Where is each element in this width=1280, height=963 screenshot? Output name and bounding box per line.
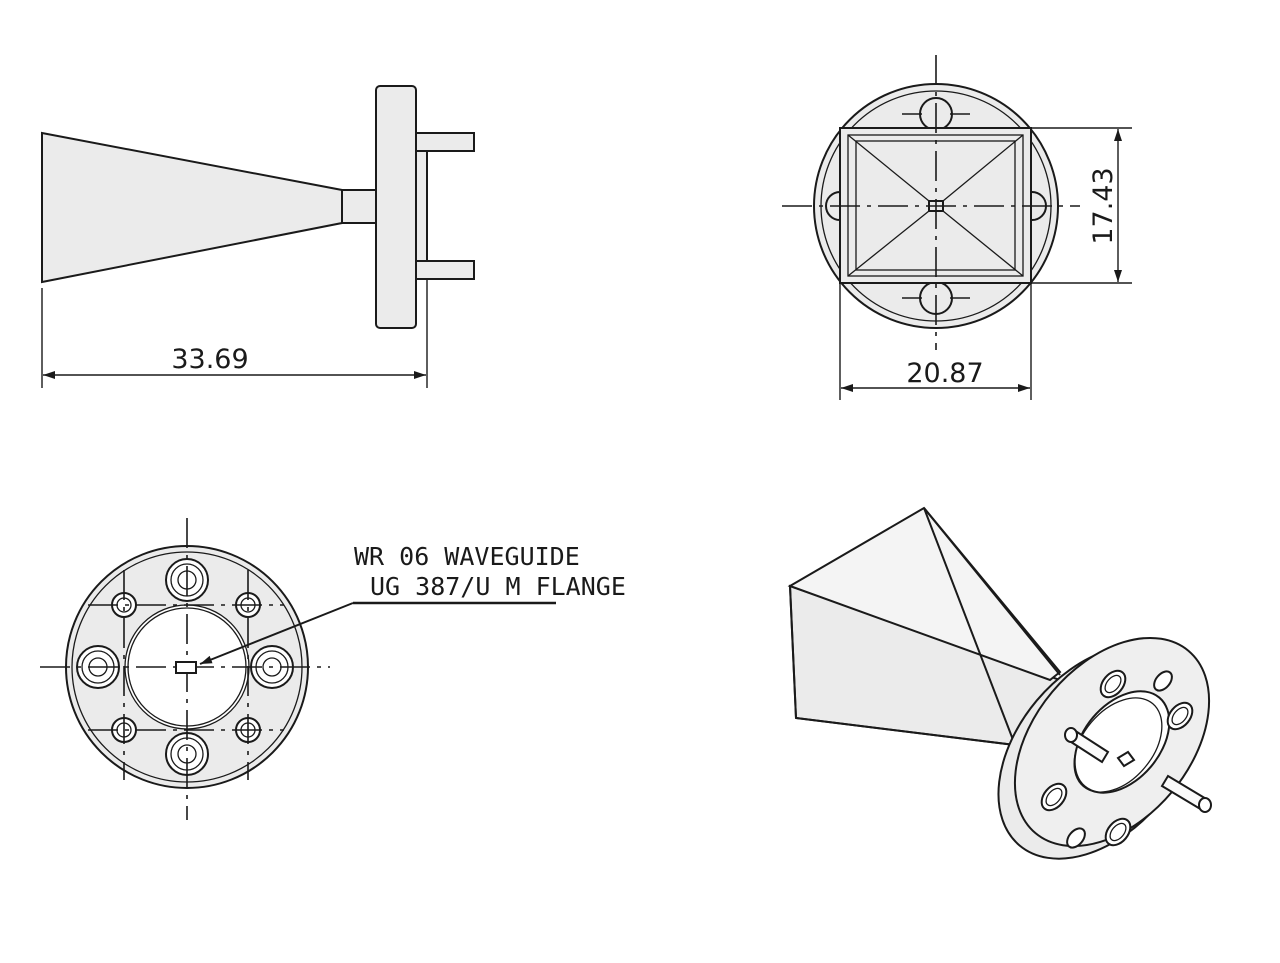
iso-hole-2 xyxy=(1153,670,1173,692)
flange-side xyxy=(375,85,417,329)
iso-hole-3 xyxy=(1166,701,1194,731)
flange-view: WR 06 WAVEGUIDE UG 387/U M FLANGE xyxy=(40,518,626,820)
iso-pin-left xyxy=(1064,727,1110,764)
length-dimension-label: 33.69 xyxy=(171,344,248,375)
isometric-view xyxy=(787,506,1212,860)
iso-pin-right xyxy=(1160,774,1212,813)
alignment-pin-bottom-side xyxy=(415,260,475,280)
height-dimension-label: 17.43 xyxy=(1088,167,1119,244)
iso-hole-4 xyxy=(1040,782,1068,812)
waveguide-port xyxy=(175,661,197,674)
width-dimension-label: 20.87 xyxy=(906,358,983,389)
iso-waveguide-port xyxy=(1116,750,1136,768)
iso-hole-1 xyxy=(1099,669,1127,699)
callout-leader xyxy=(199,602,354,665)
alignment-pin-top-side xyxy=(415,132,475,152)
front-view: 17.43 20.87 xyxy=(782,55,1132,400)
callout-line-1: WR 06 WAVEGUIDE xyxy=(354,542,580,571)
side-view: 33.69 xyxy=(41,85,475,388)
iso-hole-5 xyxy=(1104,817,1132,847)
horn-body-side xyxy=(41,131,343,284)
waveguide-neck-side xyxy=(341,189,377,224)
flange-boss-side xyxy=(415,146,428,276)
iso-hole-6 xyxy=(1066,827,1086,849)
horn-top-face xyxy=(787,506,1062,682)
callout-line-2: UG 387/U M FLANGE xyxy=(370,572,626,601)
